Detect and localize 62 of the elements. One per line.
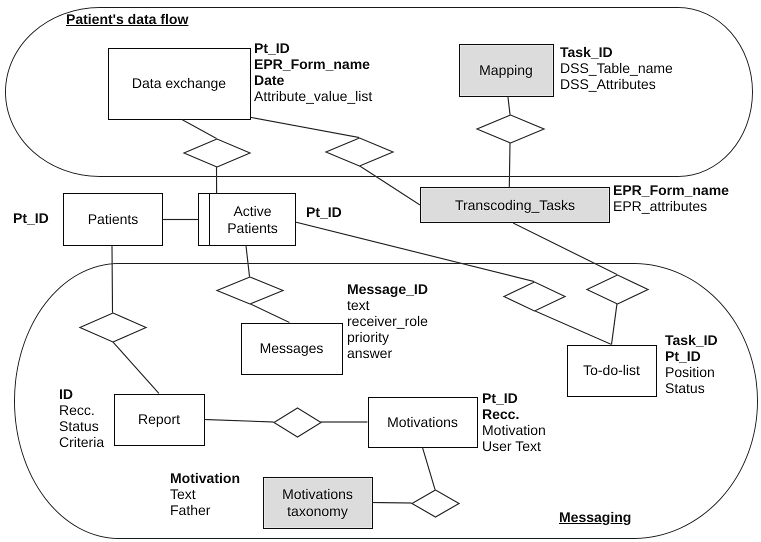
entity-name: Transcoding_Tasks: [454, 196, 576, 214]
group-region: [5, 7, 753, 177]
attribute-list: ID Recc. Status Criteria: [59, 386, 104, 450]
entity-box: [63, 193, 163, 246]
group-region: [14, 263, 758, 539]
relationship-diamond: [274, 408, 320, 436]
relationship-line: [512, 222, 618, 276]
entity-name: Data exchange: [132, 75, 226, 92]
relationship-diamond: [80, 312, 146, 342]
entity-box: [114, 394, 204, 446]
entity-name: Motivations: [387, 414, 458, 430]
relationship-line: [507, 96, 511, 115]
relationship-line: [204, 418, 274, 423]
attribute-list: Motivation Text Father: [170, 470, 240, 518]
entity-box: [368, 396, 478, 448]
entity-name: Active Patients: [226, 202, 279, 236]
attribute-list: Task_ID DSS_Table_name DSS_Attributes: [560, 44, 673, 92]
attribute-list: Pt_ID: [306, 204, 342, 220]
entity-box: [198, 193, 296, 246]
relationship-diamond: [216, 276, 282, 304]
relationship-line: [320, 421, 368, 423]
group-heading: Messaging: [559, 509, 632, 525]
relationship-diamond: [586, 274, 648, 304]
relationship-line: [358, 165, 420, 206]
entity-box: [262, 476, 372, 528]
relationship-line: [111, 246, 114, 312]
entity-name: Messages: [260, 340, 324, 357]
relationship-line: [296, 222, 534, 282]
attribute-list: Pt_ID EPR_Form_name Date Attribute_value_list: [254, 40, 372, 104]
relationship-line: [245, 246, 250, 277]
entity-box: [458, 44, 554, 96]
entity-name: Mapping: [479, 62, 533, 78]
attribute-list: Pt_ID Recc. Motivation User Text: [482, 390, 546, 454]
entity-name: Motivations taxonomy: [281, 486, 354, 520]
relationship-line: [182, 118, 217, 140]
attribute-list: Task_ID Pt_ID Position Status: [665, 332, 718, 396]
relationship-line: [610, 303, 618, 345]
relationship-diamond: [184, 138, 250, 166]
relationship-line: [372, 502, 412, 504]
relationship-diamond: [412, 490, 458, 516]
entity-box: [566, 344, 656, 396]
relationship-line: [250, 116, 360, 138]
attribute-list: Message_ID text receiver_role priority answer: [347, 281, 428, 361]
relationship-diamond: [504, 282, 564, 310]
relationship-line: [249, 302, 290, 324]
entity-name: Report: [138, 411, 180, 428]
entity-name: To-do-list: [583, 362, 640, 379]
attribute-list: Pt_ID: [13, 210, 49, 226]
relationship-diamond: [326, 138, 392, 166]
group-heading: Patient's data flow: [66, 11, 188, 27]
entity-box: [240, 322, 342, 374]
relationship-line: [534, 310, 612, 346]
entity-box: [108, 48, 250, 120]
relationship-line: [163, 218, 198, 220]
entity-box: [420, 187, 610, 223]
entity-name: Patients: [88, 211, 138, 228]
relationship-line: [112, 341, 160, 394]
attribute-list: EPR_Form_name EPR_attributes: [613, 182, 729, 214]
relationship-line: [216, 166, 218, 193]
relationship-line: [508, 142, 511, 188]
relationship-line: [422, 447, 436, 490]
relationship-diamond: [476, 114, 544, 142]
